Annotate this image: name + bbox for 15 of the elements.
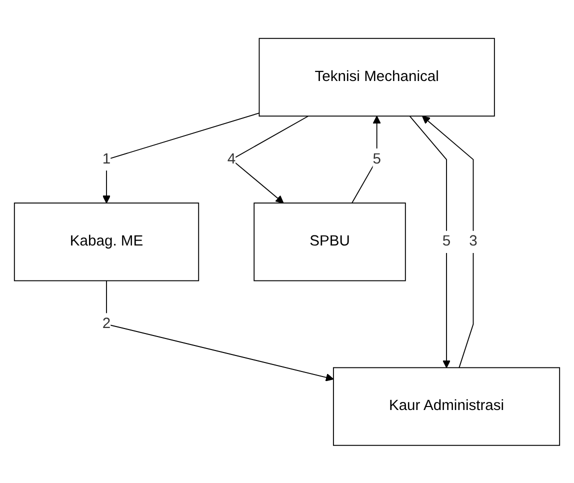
arrow (352, 115, 381, 204)
arrow (102, 112, 260, 204)
edge-label: 2 (102, 315, 111, 332)
node-box: Teknisi Mechanical (258, 38, 495, 116)
node-box: Kaur Administrasi (332, 366, 560, 446)
node-box: Kabag. ME (14, 202, 200, 281)
arrow (422, 115, 474, 368)
edge-label: 5 (442, 233, 451, 249)
edge-label: 4 (227, 150, 236, 167)
edge-label: 3 (469, 233, 478, 249)
arrow (106, 280, 334, 381)
edge-label: 1 (102, 150, 111, 167)
arrow (409, 115, 451, 368)
edge-label: 5 (372, 150, 381, 167)
node-box: SPBU (254, 202, 406, 281)
